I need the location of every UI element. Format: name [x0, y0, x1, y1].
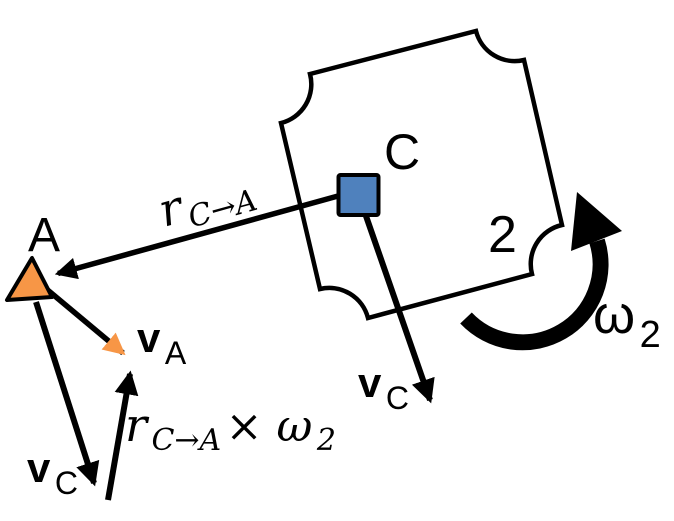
r-ca-label: r C→A [153, 160, 261, 243]
v-c-at-c-arrow [363, 215, 435, 404]
cross-product-label-omega-sub: 2 [316, 423, 336, 458]
cross-product-label: r C→A × ω 2 [125, 398, 336, 458]
point-c-label: C [384, 124, 420, 180]
svg-text:r C→A: r C→A [153, 160, 261, 243]
omega-label-sub: 2 [640, 314, 661, 356]
omega-label: ω 2 [593, 285, 661, 356]
v-c-at-c-label: v C [358, 359, 409, 416]
v-a-label-sub: A [165, 335, 187, 371]
omega-label-main: ω [593, 285, 635, 345]
omega-arrowhead-icon [571, 192, 622, 251]
cross-product-label-times-omega: × ω [226, 401, 313, 452]
point-a-label: A [28, 209, 60, 262]
v-c-at-c-label-sub: C [386, 380, 409, 416]
point-a-marker [5, 256, 54, 302]
v-c-at-a-label-main: v [27, 444, 51, 491]
center-c-marker [336, 173, 381, 217]
v-a-label-main: v [137, 314, 161, 361]
body-number-label: 2 [488, 206, 517, 264]
v-c-at-a-label: v C [27, 444, 78, 501]
cross-product-label-r-sub: C→A [151, 423, 221, 458]
cross-product-label-r: r [125, 398, 150, 452]
v-c-at-c-label-main: v [358, 359, 382, 406]
omega-rotation-arc [460, 238, 609, 351]
v-a-arrow [42, 284, 126, 356]
r-ca-arrow [54, 193, 339, 280]
v-c-at-a-arrow [33, 301, 100, 487]
v-c-at-a-label-sub: C [55, 465, 78, 501]
rigid-body-outline [278, 28, 565, 321]
v-a-label: v A [137, 314, 187, 371]
cross-product-arrow [105, 370, 139, 501]
